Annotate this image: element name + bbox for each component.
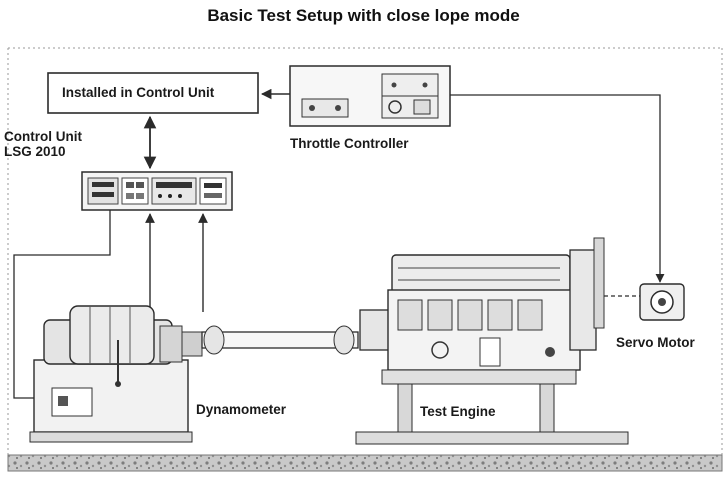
servo-motor <box>639 283 685 321</box>
installed-control-unit-label: Installed in Control Unit <box>62 85 215 100</box>
control-unit-label: Control Unit LSG 2010 <box>4 129 82 159</box>
throttle-controller-label: Throttle Controller <box>290 136 409 151</box>
page-title: Basic Test Setup with close lope mode <box>207 6 520 25</box>
installed-control-unit-box <box>47 72 259 114</box>
servo-motor-label: Servo Motor <box>616 335 695 350</box>
floor <box>7 454 723 472</box>
test-engine-label: Test Engine <box>420 404 496 419</box>
dashed-frame <box>7 47 723 468</box>
dynamometer-label: Dynamometer <box>196 402 287 417</box>
control-unit-panel <box>81 171 233 211</box>
drive-shaft <box>201 325 359 355</box>
dynamometer <box>29 305 203 443</box>
control-unit-label-line1: Control Unit <box>4 129 82 144</box>
throttle-controller-box <box>289 65 451 127</box>
control-unit-label-line2: LSG 2010 <box>4 144 66 159</box>
test-engine <box>355 237 640 445</box>
